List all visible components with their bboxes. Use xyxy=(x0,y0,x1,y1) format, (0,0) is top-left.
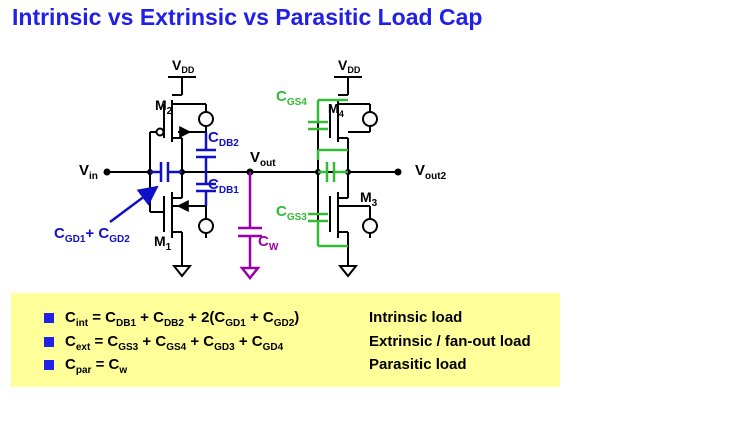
cgd-label: CGD1+ CGD2 xyxy=(54,225,130,245)
m4-label: M4 xyxy=(328,101,344,119)
equation-row: Cpar = Cw Parasitic load xyxy=(11,354,560,376)
m4-body-diode xyxy=(362,111,378,127)
cw-label: CW xyxy=(258,233,279,253)
m2-body-diode xyxy=(198,111,214,127)
equation-formula: Cext = CGS3 + CGS4 + CGD3 + CGD4 xyxy=(65,333,284,353)
intrinsic-caps xyxy=(109,132,216,224)
equation-row: Cint = CDB1 + CDB2 + 2(CGD1 + CGD2) Intr… xyxy=(11,307,560,329)
page-title: Intrinsic vs Extrinsic vs Parasitic Load… xyxy=(12,4,483,30)
equation-subscript: DB2 xyxy=(163,318,184,329)
equation-subscript: GD4 xyxy=(262,342,284,353)
vout-label: Vout xyxy=(250,149,276,169)
wire-cap xyxy=(238,172,262,281)
cgd-pointer-arrow xyxy=(109,185,159,224)
equation-formula: Cint = CDB1 + CDB2 + 2(CGD1 + CGD2) xyxy=(65,309,300,329)
equation-subscript: GD2 xyxy=(273,318,295,329)
m2-gate-bubble xyxy=(155,127,165,137)
cdb1-label: CDB1 xyxy=(208,176,239,196)
equation-subscript: ext xyxy=(75,342,91,353)
vdd-label-1: VDD xyxy=(172,57,195,75)
equation-description: Intrinsic load xyxy=(369,309,463,326)
vdd-label-2: VDD xyxy=(338,57,361,75)
bullet-icon xyxy=(44,360,54,370)
m2-label: M2 xyxy=(155,97,173,117)
cdb2-label: CDB2 xyxy=(208,129,239,149)
equation-formula: Cpar = Cw xyxy=(65,356,128,376)
cgs4-label: CGS4 xyxy=(276,88,307,108)
equation-subscript: par xyxy=(75,365,92,376)
equation-description: Extrinsic / fan-out load xyxy=(369,333,531,350)
equation-subscript: DB1 xyxy=(116,318,137,329)
m1-label: M1 xyxy=(154,233,172,253)
equation-subscript: int xyxy=(75,318,89,329)
m1-body-diode xyxy=(198,218,214,234)
wire-cap-ground xyxy=(239,266,261,281)
load-caps xyxy=(308,98,348,248)
equation-subscript: GS3 xyxy=(118,342,139,353)
vout2-terminal xyxy=(394,168,402,176)
equation-description: Parasitic load xyxy=(369,356,467,373)
ground-symbol-1 xyxy=(171,265,193,278)
vin-label: Vin xyxy=(79,162,98,182)
m3-label: M3 xyxy=(360,189,378,209)
equation-row: Cext = CGS3 + CGS4 + CGD3 + CGD4 Extrins… xyxy=(11,331,560,353)
bullet-icon xyxy=(44,313,54,323)
equation-subscript: GS4 xyxy=(166,342,187,353)
cgs3-label: CGS3 xyxy=(276,203,307,223)
equation-subscript: GD3 xyxy=(214,342,235,353)
equation-box: Cint = CDB1 + CDB2 + 2(CGD1 + CGD2) Intr… xyxy=(11,293,560,387)
equation-subscript: GD1 xyxy=(225,318,246,329)
circuit-diagram: VDD VDD M2 M1 M4 M3 Vin Vout Vout2 CDB2 … xyxy=(54,57,447,281)
equation-subscript: w xyxy=(119,365,128,376)
ground-symbol-2 xyxy=(337,265,359,278)
m3-body-diode xyxy=(362,218,378,234)
vin-terminal xyxy=(103,168,111,176)
bullet-icon xyxy=(44,337,54,347)
vout2-label: Vout2 xyxy=(415,162,447,182)
